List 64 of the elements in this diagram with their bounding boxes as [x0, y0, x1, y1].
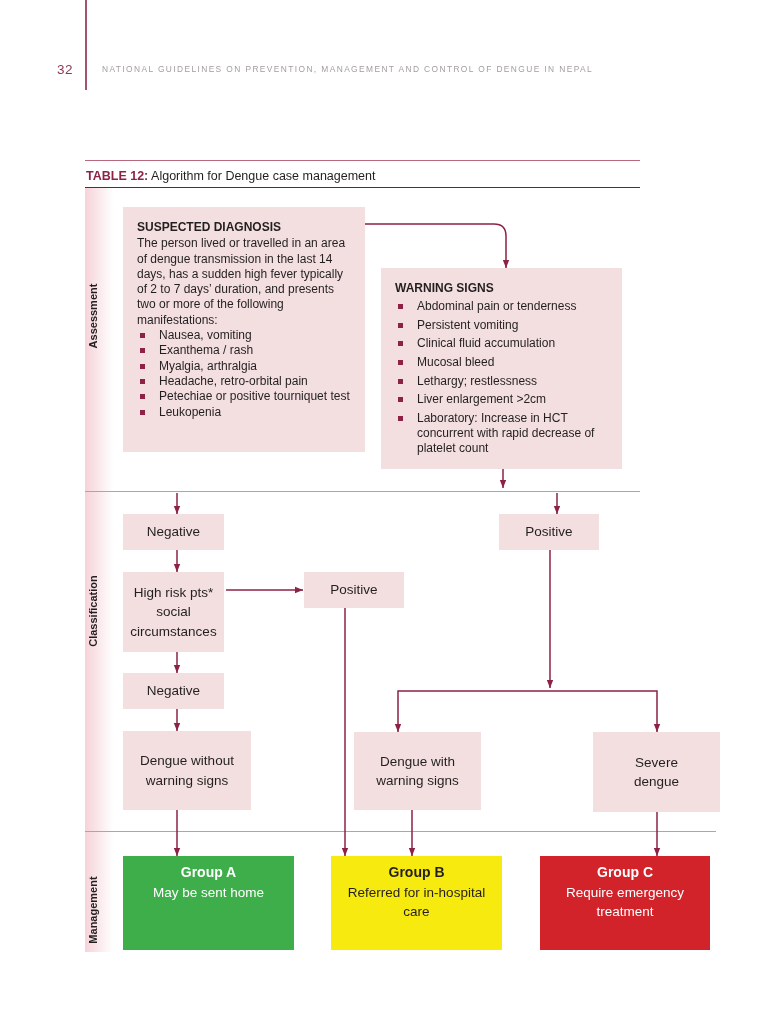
step-label: Negative [146, 682, 201, 701]
list-item-text: Exanthema / rash [159, 343, 254, 359]
step-box [123, 514, 224, 550]
step-label: Severe dengue [632, 753, 681, 791]
step-box [354, 732, 481, 810]
arrow [173, 708, 181, 732]
step-box [123, 673, 224, 709]
step-label: Positive [525, 523, 573, 542]
arrow [173, 549, 181, 573]
step-label: High risk pts* social circumstances [129, 583, 218, 641]
arrow [364, 223, 510, 269]
list-item-text: Lethargy; restlessness [417, 373, 538, 389]
outcome-card [123, 856, 294, 950]
table-title: TABLE 12: Algorithm for Dengue case management [86, 168, 376, 184]
section-label: Classification [86, 575, 100, 647]
arrow [546, 549, 554, 689]
list-item-text: Clinical fluid accumulation [417, 336, 556, 352]
card-heading: WARNING SIGNS [395, 281, 495, 297]
list-item-text: Abdominal pain or tenderness [417, 299, 577, 315]
page-number: 32 [57, 62, 74, 78]
group-description: May be sent home [152, 883, 265, 902]
group-heading: Group A [180, 863, 237, 882]
step-label: Negative [146, 523, 201, 542]
card-heading: SUSPECTED DIAGNOSIS [137, 220, 283, 236]
list-item-text: Mucosal bleed [417, 355, 495, 371]
section-label: Management [86, 876, 100, 944]
step-label: Positive [330, 581, 378, 600]
outcome-card [540, 856, 710, 950]
arrow [341, 607, 349, 857]
arrow [394, 690, 551, 733]
list-item-text: Headache, retro-orbital pain [159, 373, 308, 390]
list-item-text: Laboratory: Increase in HCT concurrent with rapid decrease of platelet count [417, 410, 596, 457]
arrow [173, 809, 181, 857]
step-label: Dengue without warning signs [139, 752, 235, 790]
step-label: Dengue with warning signs [375, 752, 460, 790]
arrow [653, 811, 661, 857]
group-heading: Group C [597, 863, 653, 882]
group-description: Require emergency treatment [565, 883, 685, 921]
list-item-text: Myalgia, arthralgia [159, 358, 258, 374]
arrow [549, 690, 661, 733]
list-item-text: Leukopenia [159, 404, 222, 420]
outcome-card [331, 856, 502, 950]
list-item-text: Persistent vomiting [417, 317, 519, 334]
arrow [173, 651, 181, 674]
arrow [408, 809, 416, 857]
info-card [381, 268, 622, 469]
step-box [304, 572, 404, 608]
group-heading: Group B [388, 863, 445, 882]
arrow [553, 492, 561, 515]
step-box [123, 731, 251, 810]
step-box [499, 514, 599, 550]
list-item-text: Liver enlargement >2cm [417, 392, 547, 408]
list-item-text: Petechiae or positive tourniquet test [159, 389, 350, 405]
card-text: The person lived or travelled in an area of dengue transmission in the last 14 days, has a sudden high fever typically of 2 to 7 days’ duration, and presents two or more of the following manifestations: [137, 236, 347, 329]
arrow [225, 586, 304, 594]
info-card [123, 207, 365, 452]
list-item-text: Nausea, vomiting [159, 328, 252, 344]
arrow [173, 492, 181, 515]
step-box [123, 572, 224, 652]
group-description: Referred for in-hospital care [346, 883, 487, 921]
step-box [593, 732, 720, 812]
arrow [499, 468, 507, 489]
section-label: Assessment [86, 283, 100, 349]
running-header: NATIONAL GUIDELINES ON PREVENTION, MANAGEMENT AND CONTROL OF DENGUE IN NEPAL [102, 64, 594, 75]
